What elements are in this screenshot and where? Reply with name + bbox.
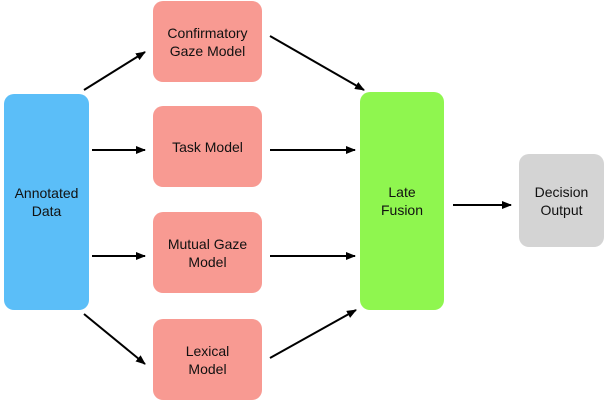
arrow-models-3-to-fusion xyxy=(269,309,357,359)
arrow-input-to-models-3 xyxy=(83,313,146,365)
annotated-data-node: Annotated Data xyxy=(4,94,89,310)
arrow-input-to-models-0 xyxy=(83,51,146,91)
task-model-node: Task Model xyxy=(153,106,262,187)
late-fusion-node: Late Fusion xyxy=(360,92,444,310)
arrow-models-0-to-fusion xyxy=(269,35,365,91)
confirmatory-gaze-model-node: Confirmatory Gaze Model xyxy=(153,1,262,82)
mutual-gaze-model-node: Mutual Gaze Model xyxy=(153,212,262,293)
lexical-model-node: Lexical Model xyxy=(153,319,262,400)
decision-output-node: Decision Output xyxy=(519,154,604,247)
